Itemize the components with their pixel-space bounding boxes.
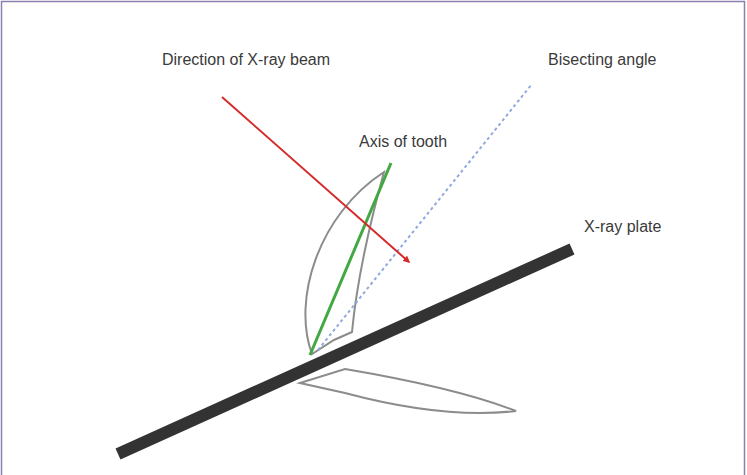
bisecting-line <box>318 84 532 350</box>
part-label: X-ray plate <box>584 217 661 236</box>
x-ray-beam-arrow <box>222 97 409 262</box>
part-label: Axis of tooth <box>359 132 447 151</box>
x-ray-plate <box>118 249 572 454</box>
lower-tooth <box>300 369 516 413</box>
tooth-axis <box>310 163 391 355</box>
part-label: Direction of X-ray beam <box>162 50 330 69</box>
part-label: Bisecting angle <box>548 50 657 69</box>
upper-tooth <box>305 172 384 354</box>
